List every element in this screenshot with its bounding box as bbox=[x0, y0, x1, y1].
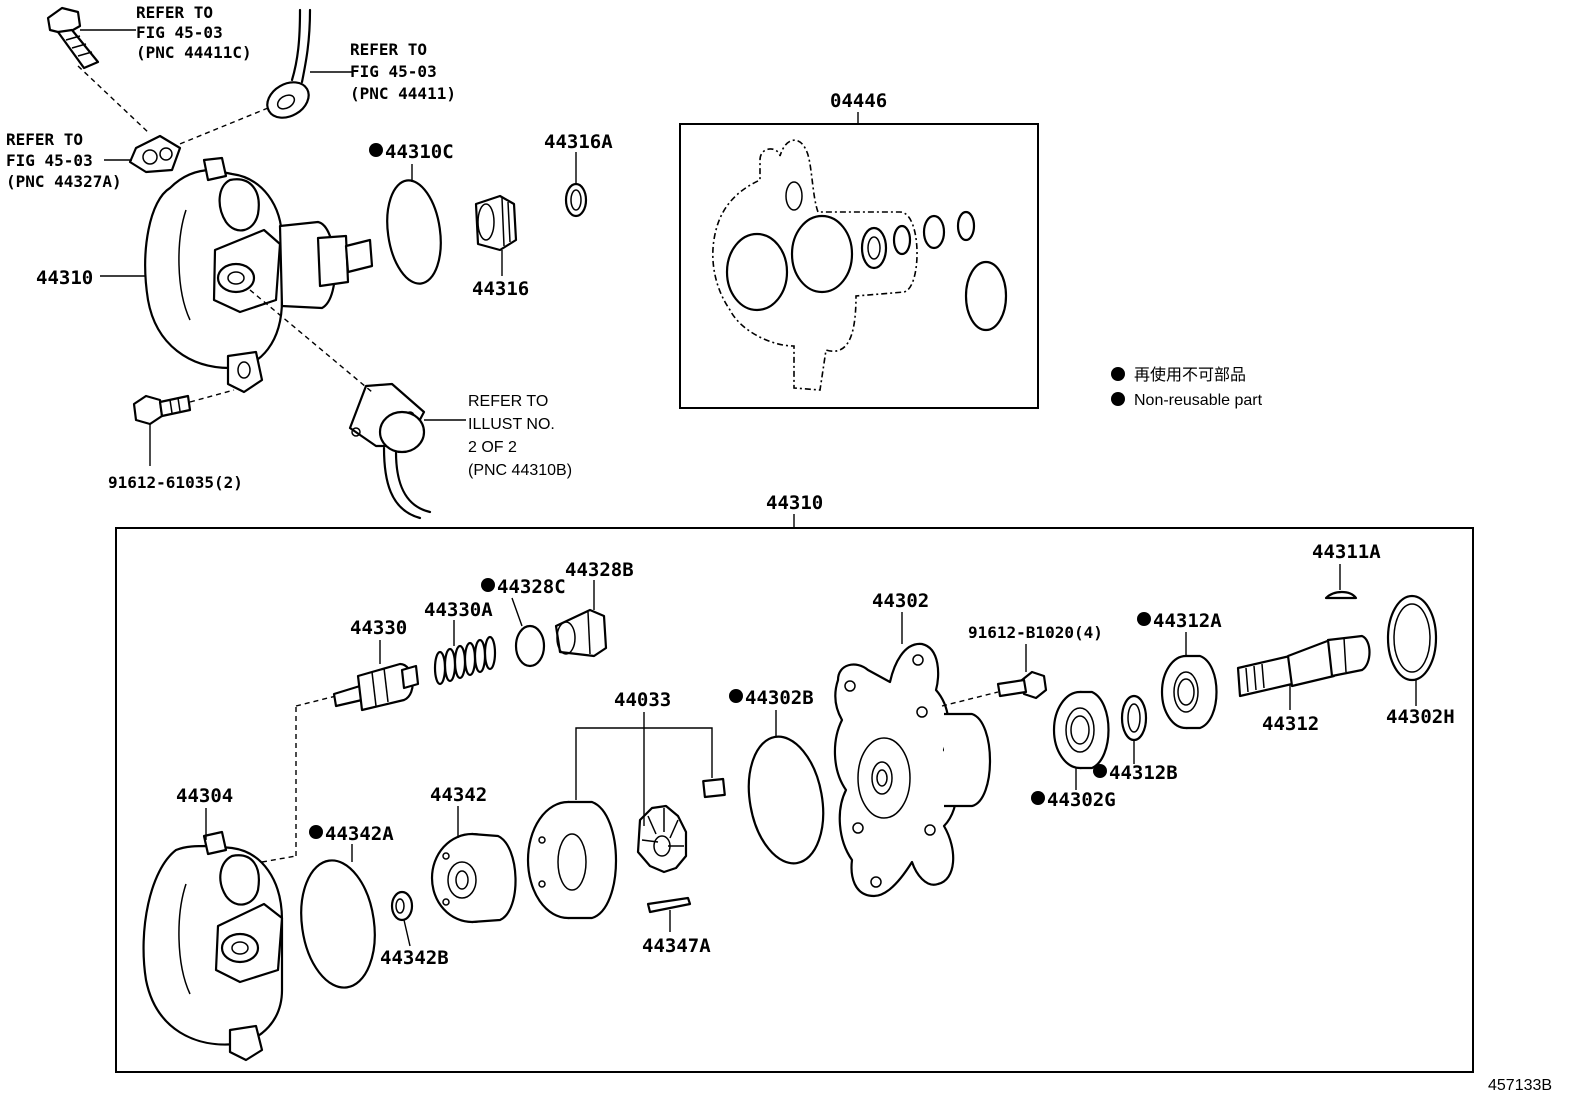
shaft-44312-illustration bbox=[1236, 634, 1371, 698]
pump-assembly-44310-box bbox=[115, 527, 1474, 1073]
housing-44304-illustration bbox=[142, 830, 284, 1062]
refer-note-gasket-line3: (PNC 44327A) bbox=[6, 172, 122, 191]
legend-text-japanese: 再使用不可部品 bbox=[1134, 366, 1246, 384]
part-label-44342: 44342 bbox=[430, 784, 487, 806]
plug-44328b-illustration bbox=[554, 608, 608, 658]
spring-44330a-illustration bbox=[433, 635, 497, 686]
non-reusable-marker bbox=[481, 578, 495, 592]
part-label-44302b: 44302B bbox=[745, 687, 814, 709]
non-reusable-marker bbox=[1137, 612, 1151, 626]
part-label-91612-b1020: 91612-B1020(4) bbox=[968, 623, 1103, 642]
bearing-44312a-illustration bbox=[1160, 654, 1218, 730]
part-label-04446: 04446 bbox=[830, 90, 887, 112]
o-ring-44342a-illustration bbox=[300, 859, 376, 989]
non-reusable-marker bbox=[1031, 791, 1045, 805]
bolt-91612-b1020-illustration bbox=[996, 670, 1048, 700]
legend-text-english: Non-reusable part bbox=[1134, 392, 1263, 409]
cam-ring-illustration bbox=[526, 800, 617, 920]
part-label-44311a: 44311A bbox=[1312, 541, 1381, 563]
part-label-44304: 44304 bbox=[176, 785, 233, 807]
part-label-44330a: 44330A bbox=[424, 599, 493, 621]
control-valve-44330-illustration bbox=[332, 662, 420, 712]
refer-note-illust-line1: REFER TO bbox=[468, 393, 548, 410]
o-ring-44302b-illustration bbox=[747, 735, 825, 865]
gasket-kit-04446-box bbox=[679, 123, 1039, 409]
refer-note-union-line2: FIG 45-03 bbox=[350, 62, 437, 81]
refer-note-illust-line2: ILLUST NO. bbox=[468, 416, 555, 433]
refer-note-union-line3: (PNC 44411) bbox=[350, 84, 456, 103]
part-label-44312b: 44312B bbox=[1109, 762, 1178, 784]
refer-note-illust-line3: 2 OF 2 bbox=[468, 439, 517, 456]
o-ring-44328c-illustration bbox=[514, 624, 546, 668]
part-label-44316: 44316 bbox=[472, 278, 529, 300]
vane-illustration bbox=[702, 777, 726, 799]
key-44311a-illustration bbox=[1324, 590, 1358, 600]
side-plate-44342-illustration bbox=[430, 832, 517, 924]
part-label-44302: 44302 bbox=[872, 590, 929, 612]
snap-ring-44312b-illustration bbox=[1120, 694, 1148, 742]
part-label-44302h: 44302H bbox=[1386, 706, 1455, 728]
refer-note-bolt-line2: FIG 45-03 bbox=[136, 23, 223, 42]
snap-ring-44316a-illustration bbox=[564, 182, 588, 218]
pressure-sensor-illustration bbox=[348, 382, 432, 520]
part-label-44328c: 44328C bbox=[497, 576, 566, 598]
bolt-91612-61035-illustration bbox=[132, 394, 192, 426]
gasket-kit-04446-illustration bbox=[712, 139, 1008, 391]
non-reusable-marker bbox=[1093, 764, 1107, 778]
refer-note-bolt-line1: REFER TO bbox=[136, 3, 213, 22]
legend bbox=[1111, 367, 1125, 406]
bearing-44302g-illustration bbox=[1052, 690, 1110, 770]
part-label-44312a: 44312A bbox=[1153, 610, 1222, 632]
refer-note-illust-line4: (PNC 44310B) bbox=[468, 462, 572, 479]
rotor-illustration bbox=[636, 804, 688, 874]
part-label-44347a: 44347A bbox=[642, 935, 711, 957]
gasket-illustration bbox=[128, 134, 182, 174]
union-hose-illustration bbox=[266, 8, 312, 119]
part-label-44342b: 44342B bbox=[380, 947, 449, 969]
pin-44347a-illustration bbox=[646, 896, 692, 914]
vane-pump-assembly-illustration bbox=[144, 156, 374, 394]
banjo-bolt-illustration bbox=[46, 6, 100, 70]
front-housing-44302-illustration bbox=[833, 642, 992, 898]
nut-44316-illustration bbox=[474, 194, 518, 252]
o-ring-44310c-illustration bbox=[386, 179, 442, 285]
refer-note-bolt-line3: (PNC 44411C) bbox=[136, 43, 252, 62]
part-label-44310c: 44310C bbox=[385, 141, 454, 163]
refer-note-union-line1: REFER TO bbox=[350, 40, 427, 59]
part-label-44328b: 44328B bbox=[565, 559, 634, 581]
part-label-91612-61035: 91612-61035(2) bbox=[108, 473, 243, 492]
non-reusable-marker bbox=[309, 825, 323, 839]
part-label-44033: 44033 bbox=[614, 689, 671, 711]
part-label-44310-box: 44310 bbox=[766, 492, 823, 514]
part-label-44316a: 44316A bbox=[544, 131, 613, 153]
non-reusable-marker bbox=[369, 143, 383, 157]
part-label-44302g: 44302G bbox=[1047, 789, 1116, 811]
part-label-44312: 44312 bbox=[1262, 713, 1319, 735]
refer-note-gasket-line2: FIG 45-03 bbox=[6, 151, 93, 170]
figure-number: 457133B bbox=[1488, 1077, 1552, 1094]
part-label-44310-top: 44310 bbox=[36, 267, 93, 289]
part-label-44330: 44330 bbox=[350, 617, 407, 639]
non-reusable-marker bbox=[729, 689, 743, 703]
snap-ring-44302h-illustration bbox=[1386, 594, 1438, 682]
refer-note-gasket-line1: REFER TO bbox=[6, 130, 83, 149]
seal-44342b-illustration bbox=[390, 890, 414, 922]
part-label-44342a: 44342A bbox=[325, 823, 394, 845]
